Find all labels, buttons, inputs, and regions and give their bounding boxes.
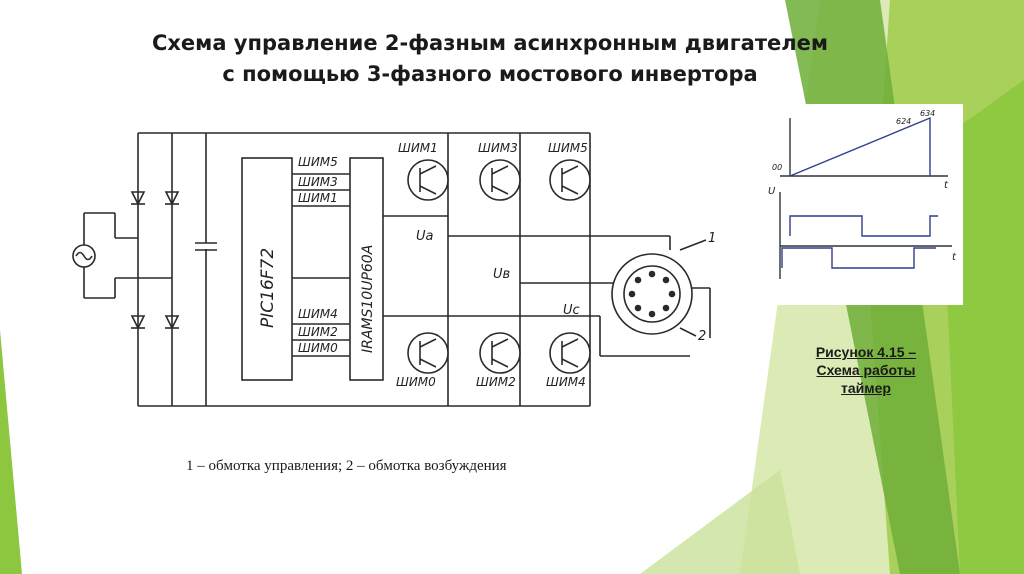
phase-c-label: Uc: [563, 303, 580, 318]
winding-1-label: 1: [708, 231, 716, 246]
green-triangle-bottom: [640, 470, 800, 574]
switch-label-top-1: ШИМ1: [398, 141, 438, 155]
diode-top-right: [164, 191, 180, 206]
transistor-bottom-1: [407, 332, 449, 374]
u-label: U: [768, 186, 776, 197]
pwm-label-top-2: ШИМ3: [298, 175, 338, 189]
page-title: Схема управление 2-фазным асинхронным дв…: [120, 28, 860, 90]
title-line-1: Схема управление 2-фазным асинхронным дв…: [151, 31, 829, 55]
diode-bottom-left: [130, 315, 146, 330]
pwm-label-top-3: ШИМ1: [298, 191, 338, 205]
motor-stator: [611, 253, 693, 335]
pulse-signal-2: [781, 247, 936, 269]
transistor-bottom-2: [479, 332, 521, 374]
pwm-label-top-1: ШИМ5: [298, 155, 338, 169]
title-line-2: с помощью 3-фазного мостового инвертора: [222, 62, 758, 86]
transistor-bottom-3: [549, 332, 591, 374]
tick-624: 624: [896, 117, 911, 126]
driver-ic-label: IRAMS10UP60A: [360, 245, 376, 353]
switch-label-top-2: ШИМ3: [478, 141, 518, 155]
transistor-top-1: [407, 159, 449, 201]
pic-controller-block: [241, 157, 293, 381]
phase-a-label: Ua: [416, 229, 434, 244]
dc-link-capacitor: [195, 242, 217, 251]
t-label-top: t: [944, 180, 949, 191]
pwm-label-bottom-2: ШИМ2: [298, 325, 338, 339]
driver-ic-block: [349, 157, 384, 381]
caption-line-2: Схема работы: [816, 362, 916, 378]
pwm-label-bottom-1: ШИМ4: [298, 307, 338, 321]
winding-1-leader: [679, 239, 707, 251]
pwm-label-bottom-3: ШИМ0: [298, 341, 338, 355]
rectifier-diodes: [130, 191, 180, 330]
figure-caption: Рисунок 4.15 – Схема работы таймер: [796, 343, 936, 397]
tick-00: 00: [772, 163, 782, 172]
winding-legend: 1 – обмотка управления; 2 – обмотка возб…: [186, 458, 507, 474]
inverter-schematic: PIC16F72 IRAMS10UP60A ШИМ5 ШИМ3 ШИМ1 ШИМ…: [72, 132, 716, 407]
switch-label-bottom-1: ШИМ0: [396, 375, 436, 389]
switch-label-bottom-2: ШИМ2: [476, 375, 516, 389]
winding-2-label: 2: [698, 329, 706, 344]
switch-label-top-3: ШИМ5: [548, 141, 588, 155]
t-label-bottom: t: [952, 252, 957, 263]
ramp-signal: [789, 116, 931, 177]
green-triangle-left: [0, 330, 22, 574]
transistor-top-2: [479, 159, 521, 201]
transistor-top-3: [549, 159, 591, 201]
tick-634: 634: [920, 109, 935, 118]
pwm-bus: [292, 173, 350, 357]
phase-b-label: Uв: [493, 267, 510, 282]
winding-2-leader: [679, 327, 697, 337]
switch-label-bottom-3: ШИМ4: [546, 375, 586, 389]
pulse-signal-1: [789, 215, 938, 237]
timing-diagram: 00 624 634 t U t: [768, 109, 957, 279]
pic-controller-label: PIC16F72: [258, 248, 278, 328]
diode-top-left: [130, 191, 146, 206]
timing-diagram-panel: 00 624 634 t U t: [766, 104, 963, 305]
diode-bottom-right: [164, 315, 180, 330]
caption-line-3: таймер: [841, 380, 891, 396]
ac-source: [72, 212, 172, 299]
caption-line-1: Рисунок 4.15 –: [815, 344, 917, 360]
